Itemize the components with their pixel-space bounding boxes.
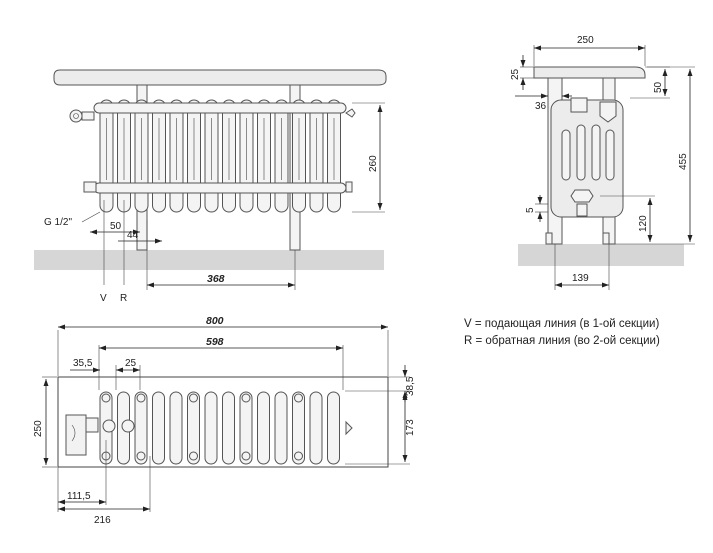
legend-return-line: R = обратная линия (во 2-ой секции) — [464, 335, 660, 347]
dim-368: 368 — [207, 273, 225, 285]
dim-side-50: 50 — [653, 81, 664, 93]
plan-section — [274, 391, 288, 465]
side-view: 250 25 50 36 455 120 5 13 — [510, 35, 695, 290]
dim-height-260: 260 — [368, 155, 379, 172]
plan-section — [187, 391, 200, 465]
dim-44: 44 — [127, 230, 139, 241]
dim-plan-25: 25 — [125, 358, 137, 369]
legend-supply-line: V = подающая линия (в 1-ой секции) — [464, 318, 660, 330]
dim-side-455: 455 — [678, 153, 689, 170]
dim-side-25: 25 — [510, 68, 521, 80]
connection-port — [121, 419, 135, 433]
plan-section — [204, 391, 218, 465]
plan-view: 800 598 35,5 25 250 38,5 173 111,5 — [33, 315, 416, 526]
dim-side-250: 250 — [577, 35, 594, 46]
plan-section — [239, 391, 253, 465]
port-v-label: V — [100, 293, 107, 304]
port-r-label: R — [120, 293, 127, 304]
front-view: 260 G 1/2" 50 44 V R 368 — [34, 69, 387, 304]
side-valve-icon — [570, 97, 588, 113]
floor — [34, 250, 384, 270]
side-vent-icon — [599, 101, 617, 123]
plan-vent-icon — [345, 420, 353, 436]
side-shelf — [533, 66, 646, 79]
plan-section — [292, 391, 305, 465]
dim-plan-173: 173 — [405, 419, 416, 436]
bottom-header — [93, 182, 347, 194]
plug-icon — [83, 181, 97, 193]
dim-side-5: 5 — [525, 207, 536, 213]
dim-plan-35-5: 35,5 — [73, 358, 93, 369]
dim-plan-598: 598 — [206, 336, 224, 348]
dim-side-36: 36 — [535, 101, 547, 112]
plan-valve-icon — [65, 414, 87, 456]
dim-g-thread: G 1/2" — [44, 217, 72, 228]
dim-plan-38-5: 38,5 — [405, 376, 416, 396]
plan-section — [169, 391, 183, 465]
side-plug-icon — [570, 189, 594, 203]
plan-section — [152, 391, 165, 465]
dim-50: 50 — [110, 221, 122, 232]
air-vent-icon — [345, 108, 356, 118]
dim-plan-216: 216 — [94, 515, 111, 526]
top-shelf — [53, 69, 387, 86]
connection-port — [102, 419, 116, 433]
plan-section — [309, 391, 323, 465]
valve-icon — [69, 109, 83, 123]
dim-side-139: 139 — [572, 273, 589, 284]
dim-side-120: 120 — [638, 215, 649, 232]
floor-side — [518, 244, 684, 266]
top-header — [93, 102, 347, 114]
plan-section — [134, 391, 148, 465]
radiator-sections — [99, 99, 341, 213]
plan-section — [327, 391, 340, 465]
dim-plan-250: 250 — [33, 420, 44, 437]
plan-section — [222, 391, 235, 465]
dim-plan-800: 800 — [206, 315, 224, 327]
dim-plan-111-5: 111,5 — [67, 491, 91, 502]
plan-section — [257, 391, 270, 465]
plan-sections — [99, 391, 340, 465]
